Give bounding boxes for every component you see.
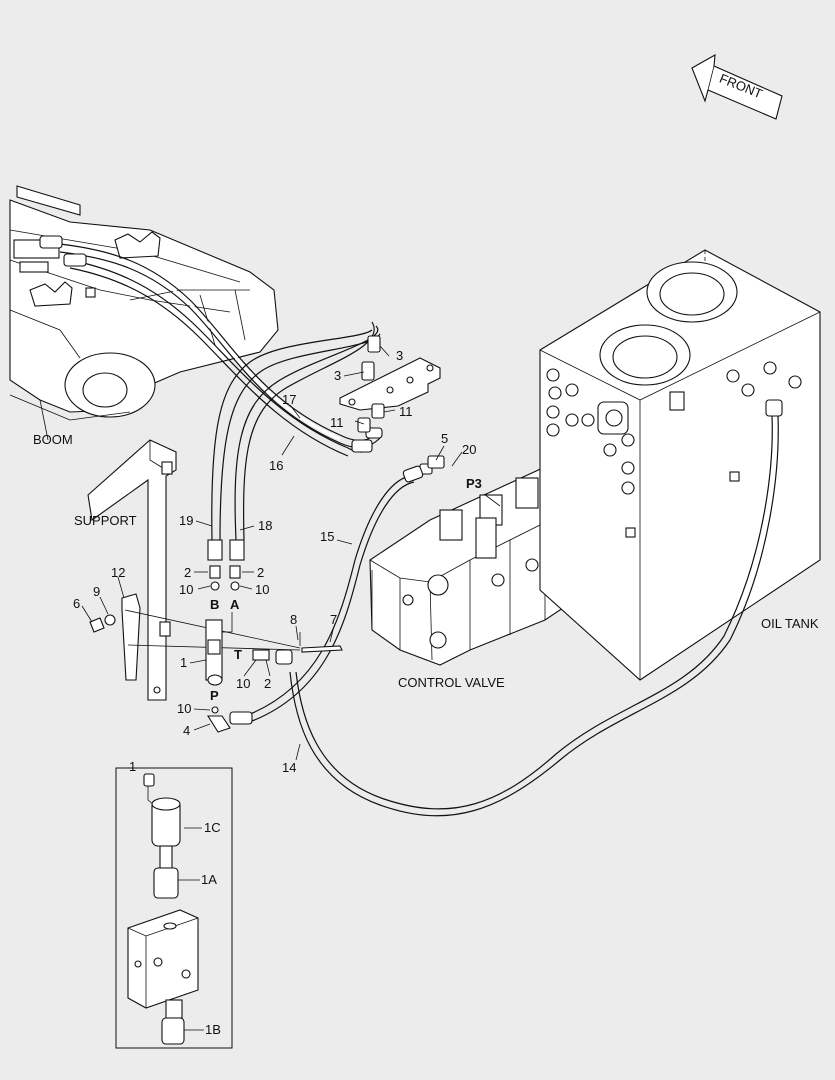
callout-10: 10 <box>177 701 191 716</box>
callout-1b: 1B <box>205 1022 221 1037</box>
callout-8: 8 <box>290 612 297 627</box>
callout-4: 4 <box>183 723 190 738</box>
callout-15: 15 <box>320 529 334 544</box>
callout-2: 2 <box>184 565 191 580</box>
control-valve-label: CONTROL VALVE <box>398 675 505 690</box>
callout-5: 5 <box>441 431 448 446</box>
callout-19: 19 <box>179 513 193 528</box>
callout-1a: 1A <box>201 872 217 887</box>
callout-20: 20 <box>462 442 476 457</box>
port-p3-label: P3 <box>466 476 482 491</box>
callout-detail-1: 1 <box>129 759 136 774</box>
port-a-label: A <box>230 597 240 612</box>
support-label: SUPPORT <box>74 513 137 528</box>
callout-3: 3 <box>334 368 341 383</box>
hose-14 <box>289 415 779 817</box>
support-bracket <box>87 439 301 701</box>
callout-16: 16 <box>269 458 283 473</box>
callout-12: 12 <box>111 565 125 580</box>
callout-1c: 1C <box>204 820 221 835</box>
leader-lines <box>81 345 501 761</box>
port-b-label: B <box>210 597 219 612</box>
solenoid-valve-block <box>89 565 343 733</box>
callout-7: 7 <box>330 612 337 627</box>
callout-10: 10 <box>179 582 193 597</box>
callout-1: 1 <box>180 655 187 670</box>
hose-clamp-bracket <box>339 335 441 433</box>
detail-box-item-1 <box>115 767 233 1049</box>
port-t-label: T <box>234 647 242 662</box>
callout-6: 6 <box>73 596 80 611</box>
callout-11: 11 <box>399 404 413 419</box>
boom-hoses <box>39 235 383 561</box>
port-p-label: P <box>210 688 219 703</box>
callout-3: 3 <box>396 348 403 363</box>
callout-9: 9 <box>93 584 100 599</box>
callout-2: 2 <box>257 565 264 580</box>
callout-10: 10 <box>236 676 250 691</box>
callout-11: 11 <box>330 415 344 430</box>
callout-18: 18 <box>258 518 272 533</box>
callout-2: 2 <box>264 676 271 691</box>
front-arrow-icon: FRONT <box>691 54 783 120</box>
boom-structure <box>9 185 279 441</box>
callout-17: 17 <box>282 392 296 407</box>
boom-label: BOOM <box>33 432 73 447</box>
oil-tank-label: OIL TANK <box>761 616 819 631</box>
callout-10: 10 <box>255 582 269 597</box>
callout-14: 14 <box>282 760 296 775</box>
